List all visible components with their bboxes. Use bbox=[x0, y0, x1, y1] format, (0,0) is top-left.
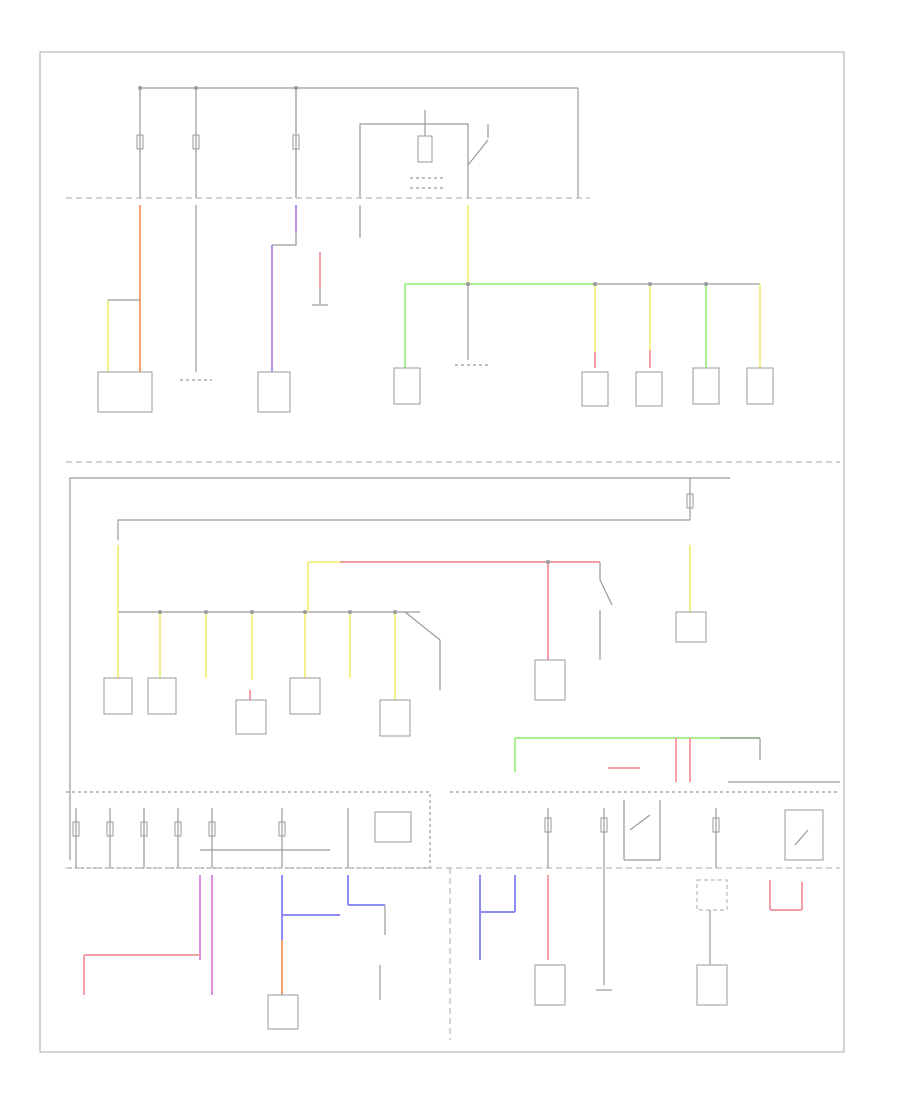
component-box bbox=[267, 994, 299, 1030]
component-box bbox=[103, 677, 133, 715]
fuse-symbol bbox=[278, 821, 286, 837]
dash-connector bbox=[696, 879, 728, 911]
fuse-symbol bbox=[544, 817, 552, 833]
bottom-section bbox=[66, 737, 840, 1040]
relay-symbol bbox=[623, 800, 661, 861]
middle-section bbox=[69, 477, 730, 860]
switch-symbol bbox=[599, 579, 613, 660]
top-section bbox=[66, 86, 774, 413]
component-box bbox=[235, 699, 267, 735]
component-box bbox=[97, 371, 153, 413]
component-box bbox=[581, 371, 609, 407]
fuse-symbol bbox=[72, 821, 80, 837]
fuse-symbol bbox=[106, 821, 114, 837]
relay-box bbox=[374, 811, 412, 843]
fuse-symbol bbox=[192, 134, 200, 150]
component-box bbox=[675, 611, 707, 643]
fuse-symbol bbox=[140, 821, 148, 837]
fuse-symbol bbox=[208, 821, 216, 837]
fuse-symbol bbox=[136, 134, 144, 150]
relay-switch bbox=[467, 124, 489, 166]
component-box bbox=[696, 964, 728, 1006]
diagram-frame bbox=[39, 51, 845, 1053]
component-box bbox=[147, 677, 177, 715]
fuse-symbol bbox=[712, 817, 720, 833]
component-box bbox=[635, 371, 663, 407]
fuse-symbol bbox=[174, 821, 182, 837]
component-box bbox=[289, 677, 321, 715]
component-box bbox=[379, 699, 411, 737]
fuse-symbol bbox=[686, 493, 694, 509]
component-box bbox=[393, 367, 421, 405]
fuse-symbol bbox=[600, 817, 608, 833]
component-box bbox=[534, 659, 566, 701]
component-box bbox=[257, 371, 291, 413]
relay-coil bbox=[417, 135, 433, 163]
fuse-symbol bbox=[292, 134, 300, 150]
component-box bbox=[692, 367, 720, 405]
component-box bbox=[746, 367, 774, 405]
component-box bbox=[534, 964, 566, 1006]
